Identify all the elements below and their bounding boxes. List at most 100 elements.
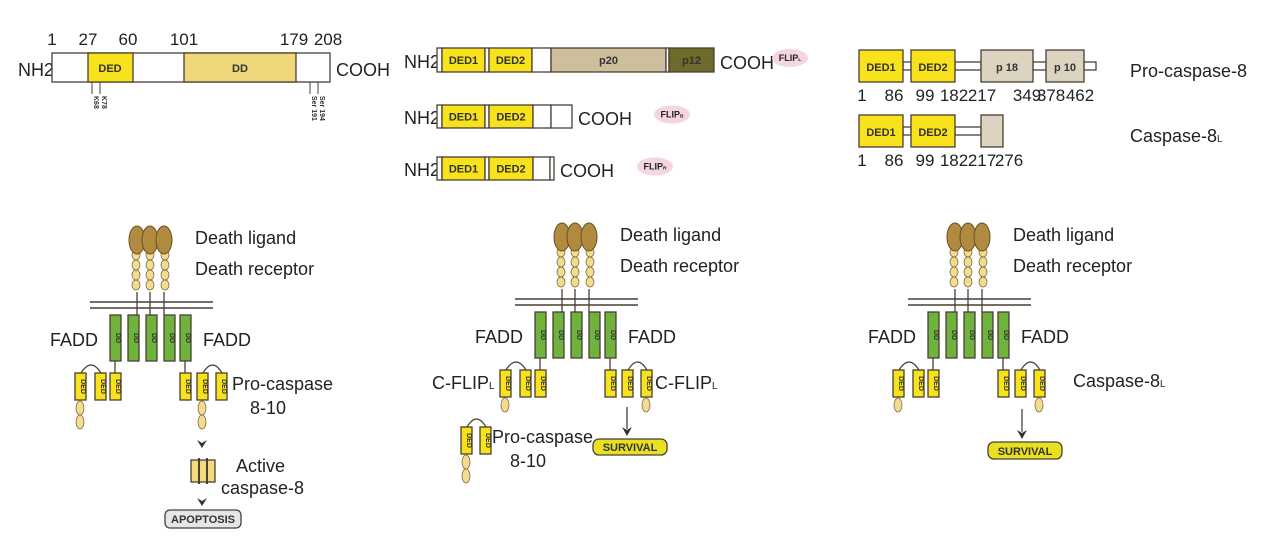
ded1-domain: [441, 47, 486, 73]
fadd-block: [588, 311, 601, 359]
position-number: 60: [119, 30, 138, 49]
c-flip-label-left: C-FLIPL: [432, 373, 495, 393]
procaspase-label: 8-10: [510, 451, 546, 471]
prodomain-bead: [75, 414, 85, 430]
linker: [1083, 61, 1097, 71]
position-number: 349: [1013, 86, 1041, 105]
prodomain-bead: [500, 397, 510, 413]
position-number: 1: [857, 151, 866, 170]
ded-block: [179, 372, 192, 401]
prodomain-bead: [197, 414, 207, 430]
cooh-label: COOH: [560, 161, 614, 181]
receptor-bead: [145, 279, 155, 291]
domain-box: [1045, 49, 1085, 83]
isoform-name: FLIPL: [779, 53, 802, 63]
position-number: 1: [47, 30, 56, 49]
linker-loop: [898, 361, 920, 371]
d2-label: DED2: [496, 112, 525, 124]
fadd-block: [163, 314, 176, 362]
prodomain-bead: [893, 397, 903, 413]
linker: [954, 61, 982, 71]
d2-label: DED2: [496, 55, 525, 67]
death-receptor-label: Death receptor: [195, 259, 314, 279]
ded-block: [1014, 369, 1027, 398]
receptor-bead: [963, 276, 973, 288]
ded-letter: DED: [1019, 376, 1026, 391]
d1-label: DED1: [449, 55, 478, 67]
spacer-segment: [436, 47, 443, 73]
domain-box: [858, 114, 904, 148]
dd-letter: DD: [950, 330, 957, 340]
position-number: 182: [940, 151, 968, 170]
position-number: 208: [314, 30, 342, 49]
receptor-bead: [145, 259, 155, 271]
position-number: 99: [916, 151, 935, 170]
ded-letter: DED: [484, 433, 491, 448]
p12-domain: [668, 47, 715, 73]
prodomain-bead: [197, 400, 207, 416]
ded-block: [109, 372, 122, 401]
spacer-segment: [550, 104, 573, 129]
dd-letter: DD: [609, 330, 616, 340]
isoform-name: FLIPR: [643, 162, 667, 172]
position-number: 101: [170, 30, 198, 49]
position-number: 86: [885, 86, 904, 105]
survival-outcome-box: [987, 441, 1063, 460]
apoptosis-outcome-box: [164, 509, 242, 529]
dd-domain: [183, 52, 297, 83]
arrow-down-icon: [622, 427, 632, 436]
d2-label: DED2: [496, 164, 525, 176]
receptor-bead: [160, 269, 170, 281]
isoform-badge: [772, 49, 808, 67]
receptor-bead: [963, 256, 973, 268]
receptor-bead: [570, 276, 580, 288]
receptor-bead: [556, 256, 566, 268]
fadd-label-right: FADD: [1021, 327, 1069, 347]
domain-label: DED2: [918, 127, 947, 139]
fadd-label-left: FADD: [50, 330, 98, 350]
domain-box: [980, 114, 1004, 148]
ded-block: [534, 369, 547, 398]
dd-letter: DD: [575, 330, 582, 340]
arrow-down-icon: [1017, 430, 1027, 439]
dd-letter: DD: [968, 330, 975, 340]
dd-letter: DD: [932, 330, 939, 340]
dd-letter: DD: [539, 330, 546, 340]
subscript: L: [1217, 134, 1223, 145]
phospho-site-label: K68: [92, 96, 99, 109]
linker: [954, 126, 982, 136]
receptor-bead: [978, 266, 988, 278]
dd-letter: DD: [986, 330, 993, 340]
ded-letter: DED: [1002, 376, 1009, 391]
survival-label: SURVIVAL: [603, 442, 658, 454]
linker-loop: [202, 364, 223, 374]
ded-letter: DED: [609, 376, 616, 391]
spacer-segment: [436, 156, 443, 181]
ded-block: [997, 369, 1010, 398]
ded-letter: DED: [645, 376, 652, 391]
subscript: L: [798, 57, 801, 63]
receptor-bead: [585, 256, 595, 268]
protein-label: Pro-caspase-8: [1130, 61, 1247, 81]
receptor-bead: [556, 266, 566, 278]
fadd-block: [145, 314, 158, 362]
position-number: 462: [1066, 86, 1094, 105]
ded-letter: DED: [1038, 376, 1045, 391]
position-number: 182: [940, 86, 968, 105]
procaspase-label: Pro-caspase: [232, 374, 333, 394]
arrow-down-icon: [197, 440, 207, 448]
receptor-bead: [160, 259, 170, 271]
dd-letter: DD: [1002, 330, 1009, 340]
nh2-label: NH2: [404, 108, 440, 128]
fadd-label-right: FADD: [628, 327, 676, 347]
receptor-bead: [949, 276, 959, 288]
linker-loop: [627, 361, 648, 371]
prodomain-bead: [641, 397, 651, 413]
ded-letter: DED: [626, 376, 633, 391]
linker: [902, 126, 912, 136]
ded-label: DED: [98, 63, 121, 75]
receptor-bead: [978, 276, 988, 288]
